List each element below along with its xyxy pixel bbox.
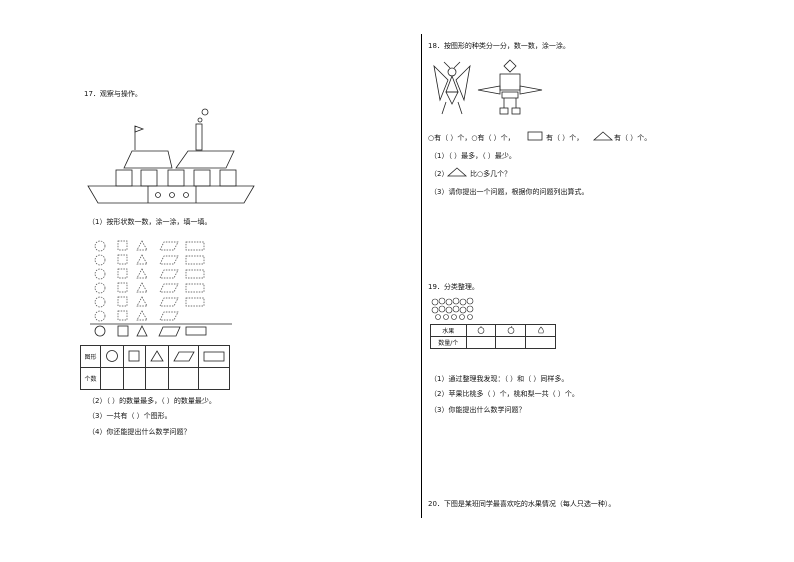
q18-line1-c: 有（ ）个。 — [614, 134, 652, 142]
q19-title: 19．分类整理。 — [428, 283, 479, 291]
q18-line1-a: ○有（ ）个，○有（ ）个， — [428, 134, 515, 142]
square-icon — [128, 350, 140, 361]
q18-title: 18．按图形的种类分一分，数一数，涂一涂。 — [428, 42, 570, 50]
apple-icon — [507, 325, 515, 334]
q18-2-a: （2） — [430, 170, 449, 178]
fruit-table-count-header: 数量/个 — [430, 336, 467, 349]
triangle-compare-icon — [446, 167, 468, 177]
fruit-count-cell[interactable] — [465, 336, 497, 349]
rectangle-shape-icon — [527, 131, 543, 141]
dashed-shape-grid — [90, 240, 232, 325]
count-cell[interactable] — [167, 367, 200, 390]
q17-3: （3）一共有（ ）个图形。 — [88, 412, 172, 420]
q17-4: （4）你还能提出什么数学问题？ — [88, 428, 191, 436]
q20-title: 20．下图是某班同学最喜欢吃的水果情况（每人只选一种）。 — [428, 500, 616, 508]
shape-figures — [433, 59, 543, 115]
count-cell[interactable] — [198, 367, 230, 390]
q18-3: （3）请你提出一个问题，根据你的问题列出算式。 — [430, 188, 589, 196]
count-cell[interactable] — [122, 367, 147, 390]
fruit-count-cell[interactable] — [525, 336, 556, 349]
q19-1: （1）通过整理我发现：（ ）和（ ）同样多。 — [430, 375, 569, 383]
fruit-cluster — [431, 297, 474, 320]
q17-2: （2）（ ）的数量最多，（ ）的数量最少。 — [88, 397, 216, 405]
parallelogram-icon — [172, 351, 195, 361]
count-table: 图形 个数 — [79, 345, 230, 390]
pear-icon — [537, 326, 544, 333]
q19-2: （2）苹果比桃多（ ）个，桃和梨一共（ ）个。 — [430, 390, 579, 398]
ship-illustration — [87, 108, 255, 204]
column-divider — [421, 34, 422, 518]
peach-icon — [477, 325, 485, 334]
table-header-count: 个数 — [79, 367, 102, 390]
q18-line1-b: 有（ ）个， — [546, 134, 584, 142]
fruit-table-header: 水果 — [430, 324, 467, 337]
circle-icon — [105, 349, 118, 362]
fruit-table: 水果 数量/个 — [430, 324, 556, 349]
count-cell[interactable] — [100, 367, 124, 390]
table-header-shape: 图形 — [79, 345, 102, 368]
shape-legend-row — [94, 325, 207, 337]
triangle-icon — [150, 349, 164, 361]
rectangle-icon — [203, 351, 225, 361]
q18-1: （1）（ ）最多，（ ）最少。 — [430, 152, 516, 160]
triangle-shape-icon — [592, 131, 614, 141]
fruit-count-cell[interactable] — [495, 336, 527, 349]
count-cell[interactable] — [145, 367, 169, 390]
q18-2-b: 比○多几个？ — [470, 170, 512, 178]
q19-3: （3）你能提出什么数学问题？ — [430, 406, 526, 414]
q17-title: 17．观察与操作。 — [84, 90, 142, 98]
q17-sub1: （1）按形状数一数，涂一涂，填一填。 — [88, 218, 212, 226]
